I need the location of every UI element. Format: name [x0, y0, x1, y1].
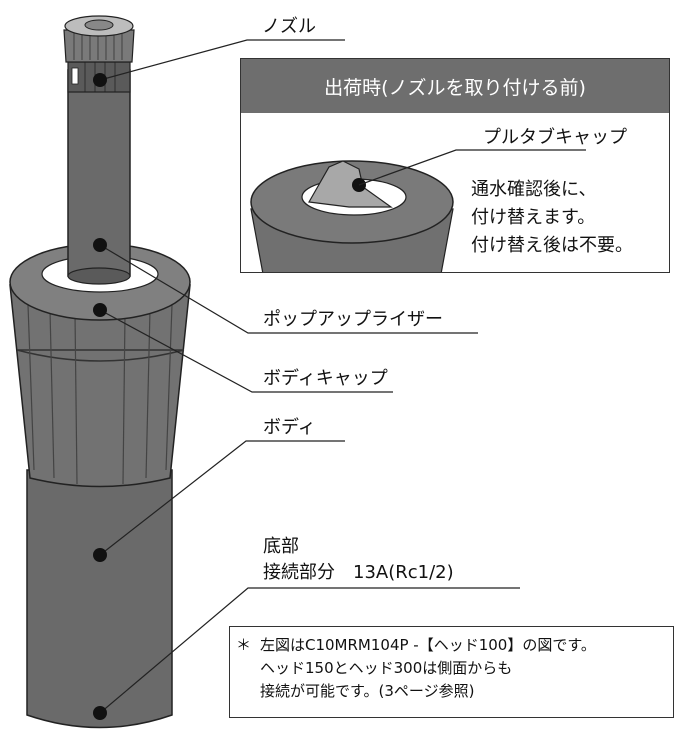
- body-dot: [93, 548, 107, 562]
- body-cap-dot: [93, 303, 107, 317]
- note-line-1: 左図はC10MRM104P -【ヘッド100】の図です。: [260, 636, 596, 654]
- pull-tab-cap-label: プルタブキャップ: [483, 127, 627, 148]
- shipping-inset: 出荷時(ノズルを取り付ける前) プルタブキャップ 通水確認後に、 付け替えます。…: [240, 58, 670, 273]
- body-tube: [26, 469, 173, 729]
- note-asterisk: ＊: [236, 636, 252, 654]
- pull-tab: [308, 160, 393, 208]
- nozzle-ridges: [73, 32, 123, 60]
- cap-ribs: [27, 304, 173, 485]
- nozzle-grip: [84, 62, 116, 92]
- cap-seam-curve: [16, 349, 185, 362]
- inset-line-2: 付け替えます。: [471, 207, 596, 228]
- pull-tab-cap-illustration: [250, 149, 586, 272]
- inset-line-1: 通水確認後に、: [471, 179, 597, 200]
- riser-label: ポップアップライザー: [263, 309, 443, 330]
- nozzle-dot: [93, 73, 107, 87]
- nozzle-marker: [71, 67, 79, 85]
- leader-lines: [99, 39, 520, 714]
- nozzle-orifice: [84, 19, 114, 31]
- bottom-label: 底部: [263, 536, 299, 557]
- inset-title: 出荷時(ノズルを取り付ける前): [241, 59, 669, 113]
- note-line-2: ヘッド150とヘッド300は側面からも: [260, 659, 513, 677]
- pull-tab-leader: [358, 149, 586, 186]
- connection-label: 接続部分 13A(Rc1/2): [263, 562, 454, 583]
- note-box: ＊ 左図はC10MRM104P -【ヘッド100】の図です。 ヘッド150とヘッ…: [229, 626, 674, 718]
- body-cap-label: ボディキャップ: [263, 368, 388, 389]
- body-cap-shape: [9, 284, 191, 488]
- inset-line-3: 付け替え後は不要。: [471, 235, 633, 256]
- nozzle-label: ノズル: [262, 16, 316, 37]
- note-line-3: 接続が可能です。(3ページ参照): [260, 682, 475, 700]
- riser-base: [67, 267, 131, 285]
- riser-dot: [93, 238, 107, 252]
- callout-dots: [93, 73, 107, 720]
- body-label: ボディ: [263, 417, 316, 438]
- bottom-dot: [93, 706, 107, 720]
